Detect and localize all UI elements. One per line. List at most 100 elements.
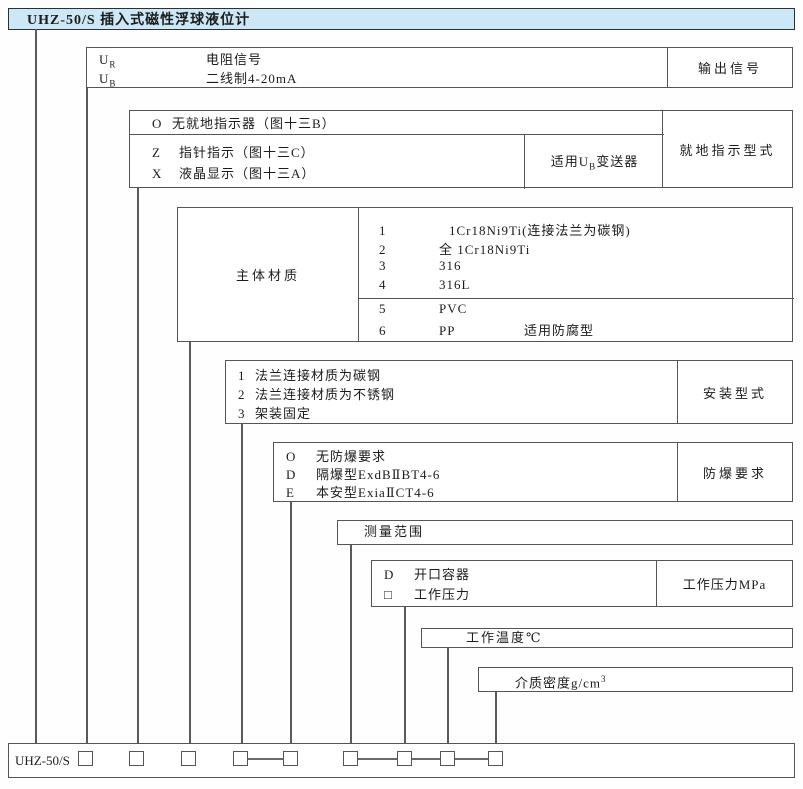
measuring-range-box: 测量范围 [337, 520, 793, 545]
main-material-box: 主体材质 1 1Cr18Ni9Ti(连接法兰为碳钢) 2 全 1Cr18Ni9T… [177, 207, 794, 343]
option-row: D 开口容器 [384, 564, 470, 584]
option-row: UB 二线制4-20mA [99, 68, 298, 89]
connector-line [137, 188, 139, 743]
option-row: □ 工作压力 [384, 584, 470, 604]
option-row: E 本安型ExiaⅡCT4-6 [286, 482, 440, 500]
output-signal-box: UR 电阻信号 UB 二线制4-20mA 输出信号 [86, 47, 793, 89]
code-square-installation [233, 751, 248, 766]
option-code: 5 [379, 301, 387, 316]
working-pressure-box: D 开口容器 □ 工作压力 工作压力MPa [371, 560, 793, 607]
code-square-measuring-range [343, 751, 358, 766]
category-label: 主体材质 [178, 208, 359, 341]
option-code: UB [99, 71, 117, 89]
option-code: 2 [379, 242, 387, 257]
working-temperature-box: 工作温度℃ [421, 628, 793, 648]
option-row: O 无防爆要求 [286, 446, 440, 464]
installation-box: 1 法兰连接材质为碳钢 2 法兰连接材质为不锈钢 3 架装固定 安装型式 [225, 360, 793, 424]
connector-line [290, 502, 292, 743]
option-desc: PP [439, 323, 456, 338]
option-code: 1 [238, 368, 246, 383]
option-row: Z 指针指示（图十三C） [152, 142, 315, 163]
option-code: D [384, 567, 395, 582]
option-desc: 1Cr18Ni9Ti(连接法兰为碳钢) [449, 223, 631, 238]
title-bar: UHZ-50/S 插入式磁性浮球液位计 [8, 8, 795, 30]
option-row: 6 PP 适用防腐型 [379, 320, 594, 339]
option-desc: 316 [439, 258, 462, 273]
connector-line [404, 607, 406, 743]
code-dash [412, 758, 440, 760]
option-row: 3 316 [379, 258, 631, 277]
option-code: UR [99, 52, 117, 70]
local-indication-box: O 无就地指示器（图十三B） Z 指针指示（图十三C） X 液晶显示（图十三A）… [129, 110, 793, 189]
option-code: □ [384, 587, 393, 602]
option-code: 6 [379, 323, 387, 338]
connector-line [495, 692, 497, 743]
option-row: 4 316L [379, 277, 631, 296]
connector-line [241, 424, 243, 743]
option-row: 3 架装固定 [238, 403, 395, 422]
code-square-working-pressure [397, 751, 412, 766]
option-desc: 隔爆型ExdBⅡBT4-6 [316, 467, 441, 482]
explosion-proof-box: O 无防爆要求 D 隔爆型ExdBⅡBT4-6 E 本安型ExiaⅡCT4-6 … [273, 442, 793, 502]
option-row: X 液晶显示（图十三A） [152, 163, 315, 184]
option-code: O [152, 116, 163, 131]
option-desc: 无就地指示器（图十三B） [172, 116, 336, 131]
transmitter-note-cell: 适用UB变送器 [524, 133, 664, 189]
medium-density-box: 介质密度g/cm3 [478, 667, 793, 692]
option-desc: 本安型ExiaⅡCT4-6 [316, 485, 435, 500]
option-code: 3 [238, 406, 246, 421]
option-desc: 法兰连接材质为不锈钢 [255, 387, 396, 402]
category-label: 工作压力MPa [656, 561, 792, 606]
option-row: 1 1Cr18Ni9Ti(连接法兰为碳钢) [379, 220, 631, 239]
option-code: Z [152, 145, 161, 160]
code-square-main-material [181, 751, 196, 766]
connector-line [447, 648, 449, 743]
option-row: UR 电阻信号 [99, 49, 297, 70]
connector-line [86, 88, 88, 743]
option-desc: 架装固定 [255, 406, 312, 421]
material-lower-group: 5 PVC 6 PP 适用防腐型 [359, 299, 794, 343]
option-code: E [286, 485, 295, 500]
category-label: 测量范围 [364, 524, 425, 539]
category-label: 安装型式 [677, 361, 792, 423]
option-row: D 隔爆型ExdBⅡBT4-6 [286, 464, 440, 482]
option-desc: 指针指示（图十三C） [179, 145, 315, 160]
option-desc: 二线制4-20mA [206, 71, 298, 86]
option-desc: PVC [439, 301, 468, 316]
option-code: D [286, 467, 297, 482]
option-code: X [152, 166, 163, 181]
option-code: 4 [379, 277, 387, 292]
option-row: 1 法兰连接材质为碳钢 [238, 365, 395, 384]
corrosion-note: 适用防腐型 [524, 323, 595, 338]
category-label: 防爆要求 [677, 443, 792, 501]
category-label: 输出信号 [667, 48, 792, 87]
option-desc: 全 1Cr18Ni9Ti [439, 242, 531, 257]
connector-line [350, 545, 352, 743]
option-row: 5 PVC [379, 301, 594, 320]
option-desc: 工作压力 [414, 587, 471, 602]
category-label: 就地指示型式 [662, 111, 792, 187]
option-code: 2 [238, 387, 246, 402]
option-row: O 无就地指示器（图十三B） [152, 113, 336, 132]
connector-line [189, 342, 191, 743]
option-desc: 电阻信号 [206, 52, 263, 67]
option-desc: 开口容器 [414, 567, 471, 582]
code-square-output-signal [78, 751, 93, 766]
code-square-working-temperature [440, 751, 455, 766]
code-square-medium-density [488, 751, 503, 766]
option-desc: 无防爆要求 [316, 449, 387, 464]
category-label: 工作温度℃ [466, 630, 543, 645]
option-code: 1 [379, 223, 387, 238]
option-desc: 液晶显示（图十三A） [179, 166, 316, 181]
code-dash [455, 758, 488, 760]
page-title: UHZ-50/S 插入式磁性浮球液位计 [27, 13, 251, 28]
code-dash [358, 758, 397, 760]
code-dash [248, 758, 283, 760]
material-upper-group: 1 1Cr18Ni9Ti(连接法兰为碳钢) 2 全 1Cr18Ni9Ti 3 3… [359, 208, 794, 299]
option-code: 3 [379, 258, 387, 273]
code-square-local-indication [129, 751, 144, 766]
option-desc: 法兰连接材质为碳钢 [255, 368, 382, 383]
option-row: 2 法兰连接材质为不锈钢 [238, 384, 395, 403]
option-code: O [286, 449, 297, 464]
